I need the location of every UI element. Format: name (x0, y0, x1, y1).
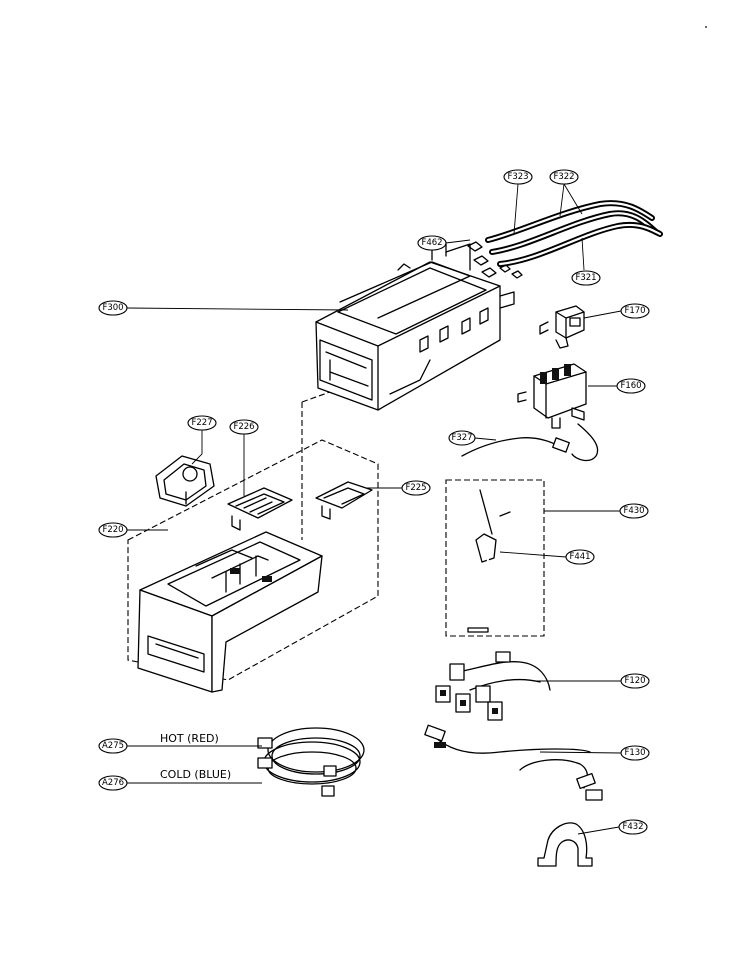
tag-F441: F441 (565, 549, 595, 565)
tag-F130: F130 (620, 745, 650, 761)
tag-F120: F120 (620, 673, 650, 689)
drain-group-outline (445, 479, 545, 637)
tag-F432-label: F432 (622, 822, 643, 832)
inlet-valve-single (539, 305, 585, 349)
tag-A275-label: A275 (102, 741, 124, 751)
wire-harness-short (461, 423, 599, 462)
drawer-guide-line (301, 391, 331, 540)
tag-F430: F430 (619, 503, 649, 519)
tag-F432: F432 (618, 819, 648, 835)
tag-F430-label: F430 (623, 506, 644, 516)
tag-F225: F225 (401, 480, 431, 496)
tag-F170: F170 (620, 303, 650, 319)
tag-F226: F226 (229, 419, 259, 435)
hot-hose-caption: HOT (RED) (160, 732, 219, 745)
tag-A276-label: A276 (102, 778, 124, 788)
tag-F226-label: F226 (233, 422, 254, 432)
tag-F220-label: F220 (102, 525, 123, 535)
hose-clip (537, 822, 593, 867)
tag-F323-label: F323 (507, 172, 528, 182)
drain-hose (467, 489, 526, 633)
tag-F160-label: F160 (620, 381, 641, 391)
tag-F322: F322 (549, 169, 579, 185)
dispenser-housing (315, 243, 515, 411)
softener-cap (155, 455, 215, 507)
tag-F321-label: F321 (575, 273, 596, 283)
dispenser-drawer (137, 531, 323, 693)
bleach-cover (227, 487, 293, 531)
tag-F220: F220 (98, 522, 128, 538)
tag-F462: F462 (417, 235, 447, 251)
tag-F170-label: F170 (624, 306, 645, 316)
tag-F441-label: F441 (569, 552, 590, 562)
tag-F462-label: F462 (421, 238, 442, 248)
tag-F130-label: F130 (624, 748, 645, 758)
main-wire-harness (435, 651, 551, 721)
tag-F327: F327 (448, 430, 476, 446)
tag-F327-label: F327 (451, 433, 472, 443)
tag-F300: F300 (98, 300, 128, 316)
tag-F322-label: F322 (553, 172, 574, 182)
tag-A276: A276 (98, 775, 128, 791)
tag-F300-label: F300 (102, 303, 123, 313)
cold-hose-caption: COLD (BLUE) (160, 768, 231, 781)
tag-F227: F227 (187, 415, 217, 431)
corner-mark (705, 26, 707, 28)
tag-F227-label: F227 (191, 418, 212, 428)
detergent-cover (315, 481, 373, 520)
tag-A275: A275 (98, 738, 128, 754)
leader-lines (126, 183, 622, 835)
inlet-valve-triple (517, 363, 587, 429)
sub-wire-harness (424, 724, 603, 801)
tag-F120-label: F120 (624, 676, 645, 686)
tag-F225-label: F225 (405, 483, 426, 493)
supply-hoses (257, 727, 365, 797)
tag-F321: F321 (571, 270, 601, 286)
tag-F160: F160 (616, 378, 646, 394)
tag-F323: F323 (503, 169, 533, 185)
drawer-group-outline (127, 439, 379, 681)
inlet-hose-assembly (467, 200, 663, 279)
